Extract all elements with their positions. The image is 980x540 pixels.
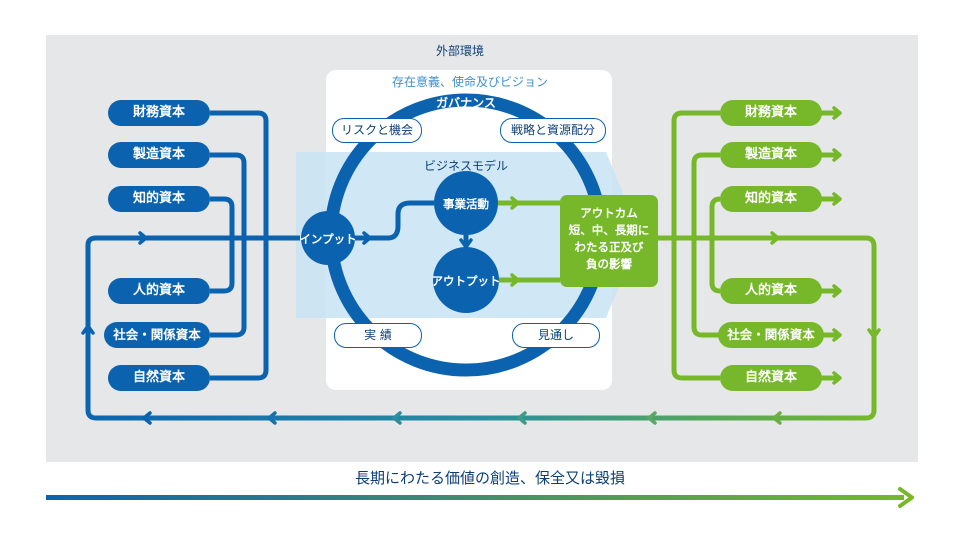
right-capital-intellectual: 知的資本 — [720, 186, 822, 212]
strategy-pill: 戦略と資源配分 — [500, 118, 606, 143]
right-connectors — [658, 110, 877, 421]
feedback-arrowheads — [142, 411, 782, 425]
left-capital-natural: 自然資本 — [108, 365, 210, 391]
left-capital-manufactured: 製造資本 — [108, 142, 210, 168]
left-capital-human: 人的資本 — [108, 278, 210, 304]
outcome-label: アウトカム 短、中、長期に わたる正及び 負の影響 — [560, 205, 658, 273]
risks-pill: リスクと機会 — [332, 118, 422, 143]
green-arrowheads — [770, 106, 881, 385]
bottom-arrow-head — [898, 487, 914, 508]
left-capital-financial: 財務資本 — [108, 100, 210, 126]
output-circle — [433, 247, 499, 313]
left-capital-intellectual: 知的資本 — [108, 186, 210, 212]
blue-arrowheads — [81, 231, 473, 335]
outlook-pill: 見通し — [512, 323, 600, 348]
outcome-title: アウトカム — [580, 206, 638, 220]
business-model-label: ビジネスモデル — [423, 159, 508, 173]
outcome-line-3: 負の影響 — [586, 257, 632, 271]
right-capital-social: 社会・関係資本 — [718, 322, 824, 348]
governance-label: ガバナンス — [436, 96, 496, 110]
purpose-label: 存在意義、使命及びビジョン — [391, 75, 548, 89]
right-capital-natural: 自然資本 — [720, 365, 822, 391]
activities-circle — [434, 171, 498, 235]
outcome-line-2: わたる正及び — [574, 240, 644, 254]
input-circle — [301, 211, 355, 265]
green-inner-connectors — [497, 200, 560, 283]
output-label: アウトプット — [431, 274, 501, 288]
bottom-caption: 長期にわたる価値の創造、保全又は毀損 — [354, 469, 625, 487]
input-label: インプット — [299, 232, 357, 246]
performance-pill: 実 績 — [334, 323, 422, 348]
left-connectors — [85, 110, 469, 381]
activities-label: 事業活動 — [443, 197, 489, 211]
outcome-line-1: 短、中、長期に — [568, 223, 650, 237]
right-capital-financial: 財務資本 — [720, 100, 822, 126]
left-capital-social: 社会・関係資本 — [104, 322, 210, 348]
external-environment-label: 外部環境 — [436, 44, 485, 58]
bottom-arrow-shaft — [46, 495, 904, 500]
feedback-loop — [85, 330, 866, 421]
outcome-box — [560, 195, 658, 287]
right-capital-manufactured: 製造資本 — [720, 142, 822, 168]
right-capital-human: 人的資本 — [720, 278, 822, 304]
